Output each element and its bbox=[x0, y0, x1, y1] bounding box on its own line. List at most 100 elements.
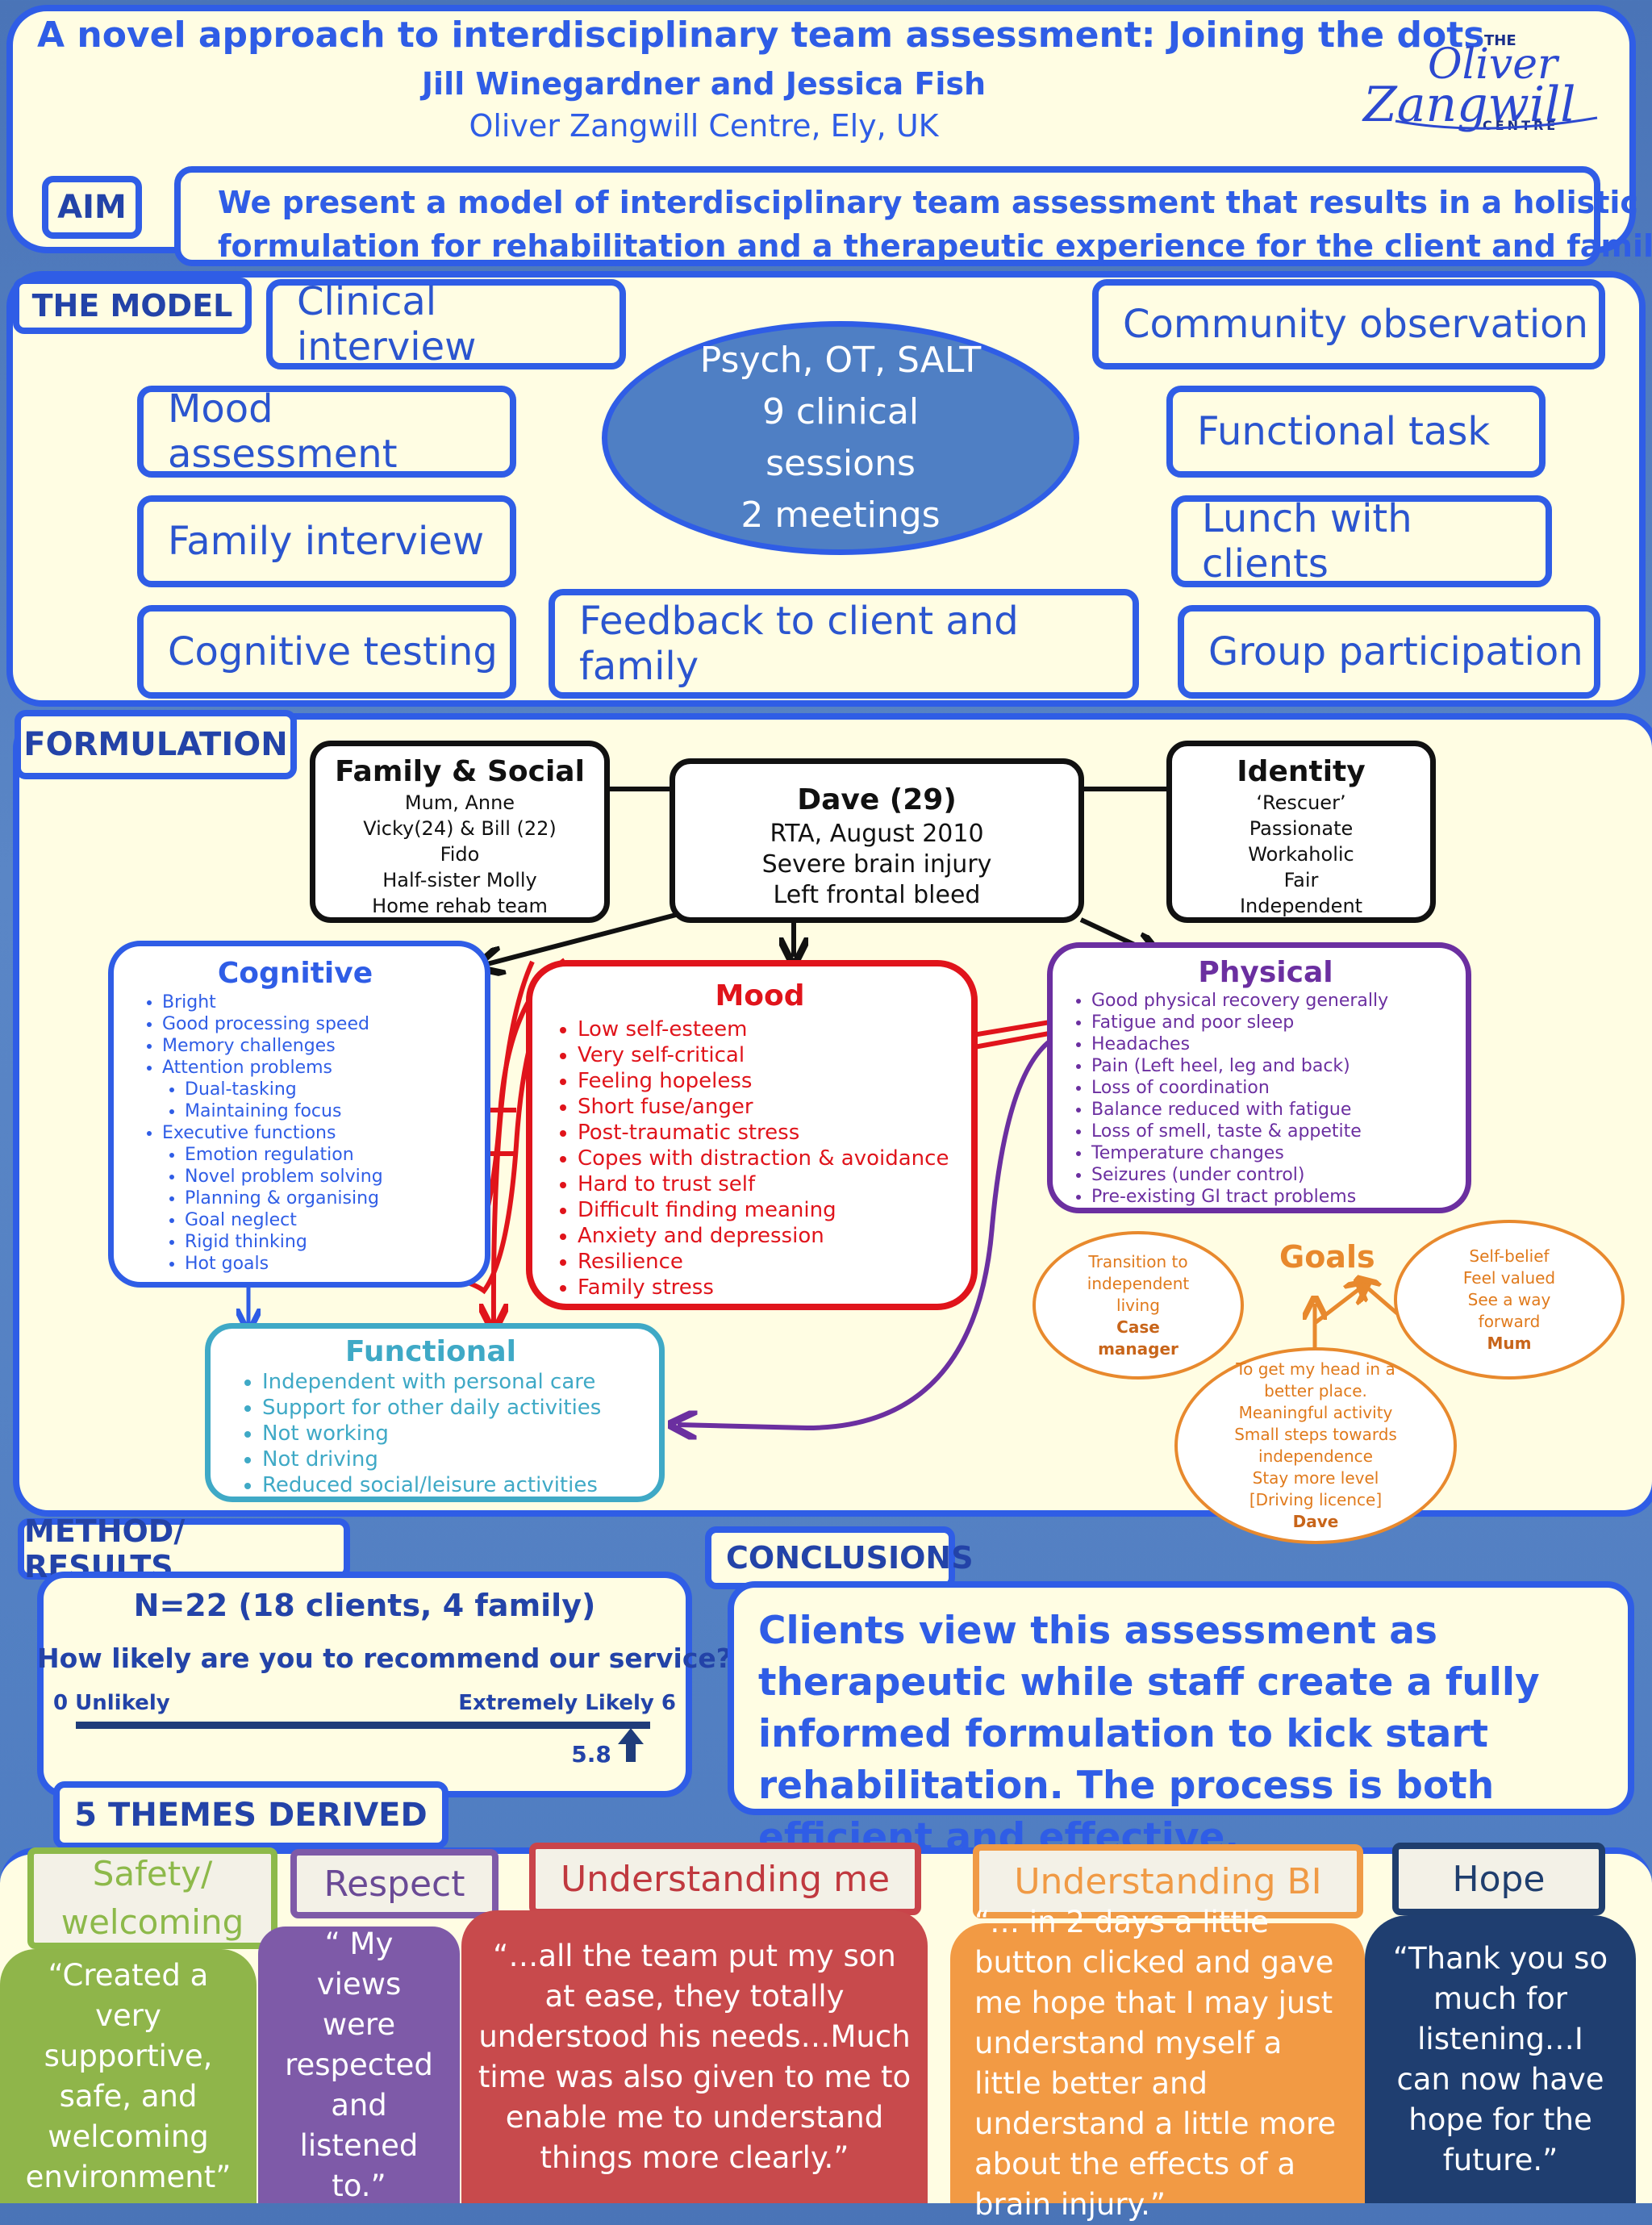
model-box-lunch-with-clients: Lunch with clients bbox=[1171, 495, 1552, 587]
oliver-zangwill-logo: THE Oliver Zangwill CENTRE bbox=[1363, 32, 1621, 153]
method-panel bbox=[37, 1572, 692, 1797]
list-item: Independent with personal care bbox=[262, 1369, 651, 1395]
list-item: Executive functions bbox=[162, 1122, 477, 1144]
score-arrow-marker bbox=[615, 1726, 647, 1764]
aim-line-2: formulation for rehabilitation and a the… bbox=[218, 228, 1652, 264]
mood-list: Low self-esteem Very self-critical Feeli… bbox=[557, 1016, 963, 1300]
poster-title: A novel approach to interdisciplinary te… bbox=[37, 15, 1485, 56]
physical-box: Physical Good physical recovery generall… bbox=[1047, 942, 1471, 1213]
list-item: Hard to trust self bbox=[578, 1171, 963, 1197]
model-box-functional-task: Functional task bbox=[1166, 386, 1546, 478]
list-item: Feeling hopeless bbox=[578, 1068, 963, 1094]
list-item: Good physical recovery generally bbox=[1091, 990, 1459, 1012]
dave-title: Dave (29) bbox=[797, 783, 957, 816]
theme-quote-understanding-bi: “… in 2 days a little button clicked and… bbox=[950, 1905, 1365, 2222]
identity-title: Identity bbox=[1237, 755, 1366, 788]
list-item: Headaches bbox=[1091, 1033, 1459, 1055]
list-item: Rigid thinking bbox=[185, 1231, 477, 1253]
scale-min-label: 0 Unlikely bbox=[53, 1691, 170, 1715]
theme-tab-hope: Hope bbox=[1392, 1843, 1605, 1915]
conclusions-text: Clients view this assessment as therapeu… bbox=[758, 1609, 1540, 1860]
list-item: Pre-existing GI tract problems bbox=[1091, 1186, 1459, 1208]
method-question: How likely are you to recommend our serv… bbox=[37, 1643, 732, 1674]
list-item: Fatigue and poor sleep bbox=[1091, 1012, 1459, 1033]
physical-title: Physical bbox=[1198, 956, 1333, 989]
conclusions-box: Clients view this assessment as therapeu… bbox=[728, 1581, 1634, 1860]
mood-title: Mood bbox=[715, 979, 805, 1012]
cognitive-box: Cognitive Bright Good processing speed M… bbox=[108, 941, 490, 1288]
model-box-cognitive-testing: Cognitive testing bbox=[137, 605, 516, 699]
list-item: Reduced social/leisure activities bbox=[262, 1472, 651, 1498]
theme-tab-safety: Safety/ welcoming bbox=[27, 1847, 277, 1949]
list-item: Good processing speed bbox=[162, 1013, 477, 1035]
model-box-community-observation: Community observation bbox=[1092, 279, 1605, 369]
list-item: Resilience bbox=[578, 1249, 963, 1275]
theme-tab-respect: Respect bbox=[290, 1849, 499, 1918]
list-item: Memory challenges bbox=[162, 1035, 477, 1057]
scale-max-label: Extremely Likely 6 bbox=[458, 1691, 676, 1715]
list-item: Family stress bbox=[578, 1275, 963, 1300]
list-item: Seizures (under control) bbox=[1091, 1164, 1459, 1186]
list-item: Loss of smell, taste & appetite bbox=[1091, 1121, 1459, 1142]
theme-tab-understanding-bi: Understanding BI bbox=[973, 1844, 1363, 1918]
family-social-box: Family & Social Mum, Anne Vicky(24) & Bi… bbox=[310, 741, 610, 923]
goals-title: Goals bbox=[1279, 1239, 1375, 1275]
score-label: 5.8 bbox=[571, 1741, 611, 1768]
formulation-label: FORMULATION bbox=[15, 710, 297, 779]
list-item: Post-traumatic stress bbox=[578, 1120, 963, 1146]
list-item: Pain (Left heel, leg and back) bbox=[1091, 1055, 1459, 1077]
theme-tab-understanding-me: Understanding me bbox=[529, 1843, 921, 1915]
list-item: Attention problems bbox=[162, 1057, 477, 1079]
aim-box: We present a model of interdisciplinary … bbox=[174, 166, 1652, 266]
family-social-title: Family & Social bbox=[335, 755, 585, 788]
model-box-clinical-interview: Clinical interview bbox=[266, 279, 626, 369]
mood-box: Mood Low self-esteem Very self-critical … bbox=[526, 960, 978, 1310]
model-box-feedback: Feedback to client and family bbox=[549, 589, 1139, 699]
functional-box: Functional Independent with personal car… bbox=[205, 1323, 665, 1502]
goal-case-manager: Transition to independent living Case ma… bbox=[1032, 1231, 1244, 1380]
list-item: Copes with distraction & avoidance bbox=[578, 1146, 963, 1171]
list-item: Very self-critical bbox=[578, 1042, 963, 1068]
model-box-family-interview: Family interview bbox=[137, 495, 516, 587]
list-item: Goal neglect bbox=[185, 1209, 477, 1231]
list-item: Balance reduced with fatigue bbox=[1091, 1099, 1459, 1121]
model-box-group-participation: Group participation bbox=[1178, 605, 1600, 699]
list-item: Novel problem solving bbox=[185, 1166, 477, 1188]
list-item: Bright bbox=[162, 991, 477, 1013]
theme-quote-safety: “Created a very supportive, safe, and we… bbox=[0, 1949, 257, 2203]
list-item: Low self-esteem bbox=[578, 1016, 963, 1042]
aim-line-1: We present a model of interdisciplinary … bbox=[218, 185, 1638, 220]
poster-authors: Jill Winegardner and Jessica Fish bbox=[421, 66, 987, 102]
themes-label: 5 THEMES DERIVED bbox=[53, 1781, 448, 1849]
list-item: Not driving bbox=[262, 1446, 651, 1472]
method-n: N=22 (18 clients, 4 family) bbox=[133, 1588, 596, 1623]
aim-label: AIM bbox=[42, 176, 142, 239]
list-item: Anxiety and depression bbox=[578, 1223, 963, 1249]
method-label: METHOD/ RESULTS bbox=[18, 1513, 350, 1584]
poster-affiliation: Oliver Zangwill Centre, Ely, UK bbox=[469, 108, 939, 144]
list-item: Not working bbox=[262, 1421, 651, 1446]
functional-title: Functional bbox=[345, 1335, 516, 1368]
list-item: Maintaining focus bbox=[185, 1100, 477, 1122]
list-item: Support for other daily activities bbox=[262, 1395, 651, 1421]
list-item: Temperature changes bbox=[1091, 1142, 1459, 1164]
model-box-mood-assessment: Mood assessment bbox=[137, 386, 516, 478]
model-label: THE MODEL bbox=[13, 278, 252, 334]
dave-box: Dave (29) RTA, August 2010 Severe brain … bbox=[670, 758, 1084, 923]
list-item: Loss of coordination bbox=[1091, 1077, 1459, 1099]
identity-box: Identity ‘Rescuer’ Passionate Workaholic… bbox=[1166, 741, 1436, 923]
list-item: Short fuse/anger bbox=[578, 1094, 963, 1120]
list-item: Planning & organising bbox=[185, 1188, 477, 1209]
conclusions-label: CONCLUSIONS bbox=[705, 1526, 974, 1589]
physical-list: Good physical recovery generally Fatigue… bbox=[1072, 990, 1459, 1208]
cognitive-list: Bright Good processing speed Memory chal… bbox=[146, 991, 477, 1275]
list-item: Difficult finding meaning bbox=[578, 1197, 963, 1223]
cognitive-title: Cognitive bbox=[217, 957, 373, 990]
theme-quote-hope: “Thank you so much for listening…I can n… bbox=[1365, 1915, 1636, 2203]
rating-scale-bar bbox=[76, 1722, 650, 1729]
theme-quote-understanding-me: “…all the team put my son at ease, they … bbox=[461, 1910, 928, 2203]
list-item: Hot goals bbox=[185, 1253, 477, 1275]
list-item: Dual-tasking bbox=[185, 1079, 477, 1100]
list-item: Emotion regulation bbox=[185, 1144, 477, 1166]
goal-dave: To get my head in a better place. Meanin… bbox=[1174, 1347, 1457, 1544]
